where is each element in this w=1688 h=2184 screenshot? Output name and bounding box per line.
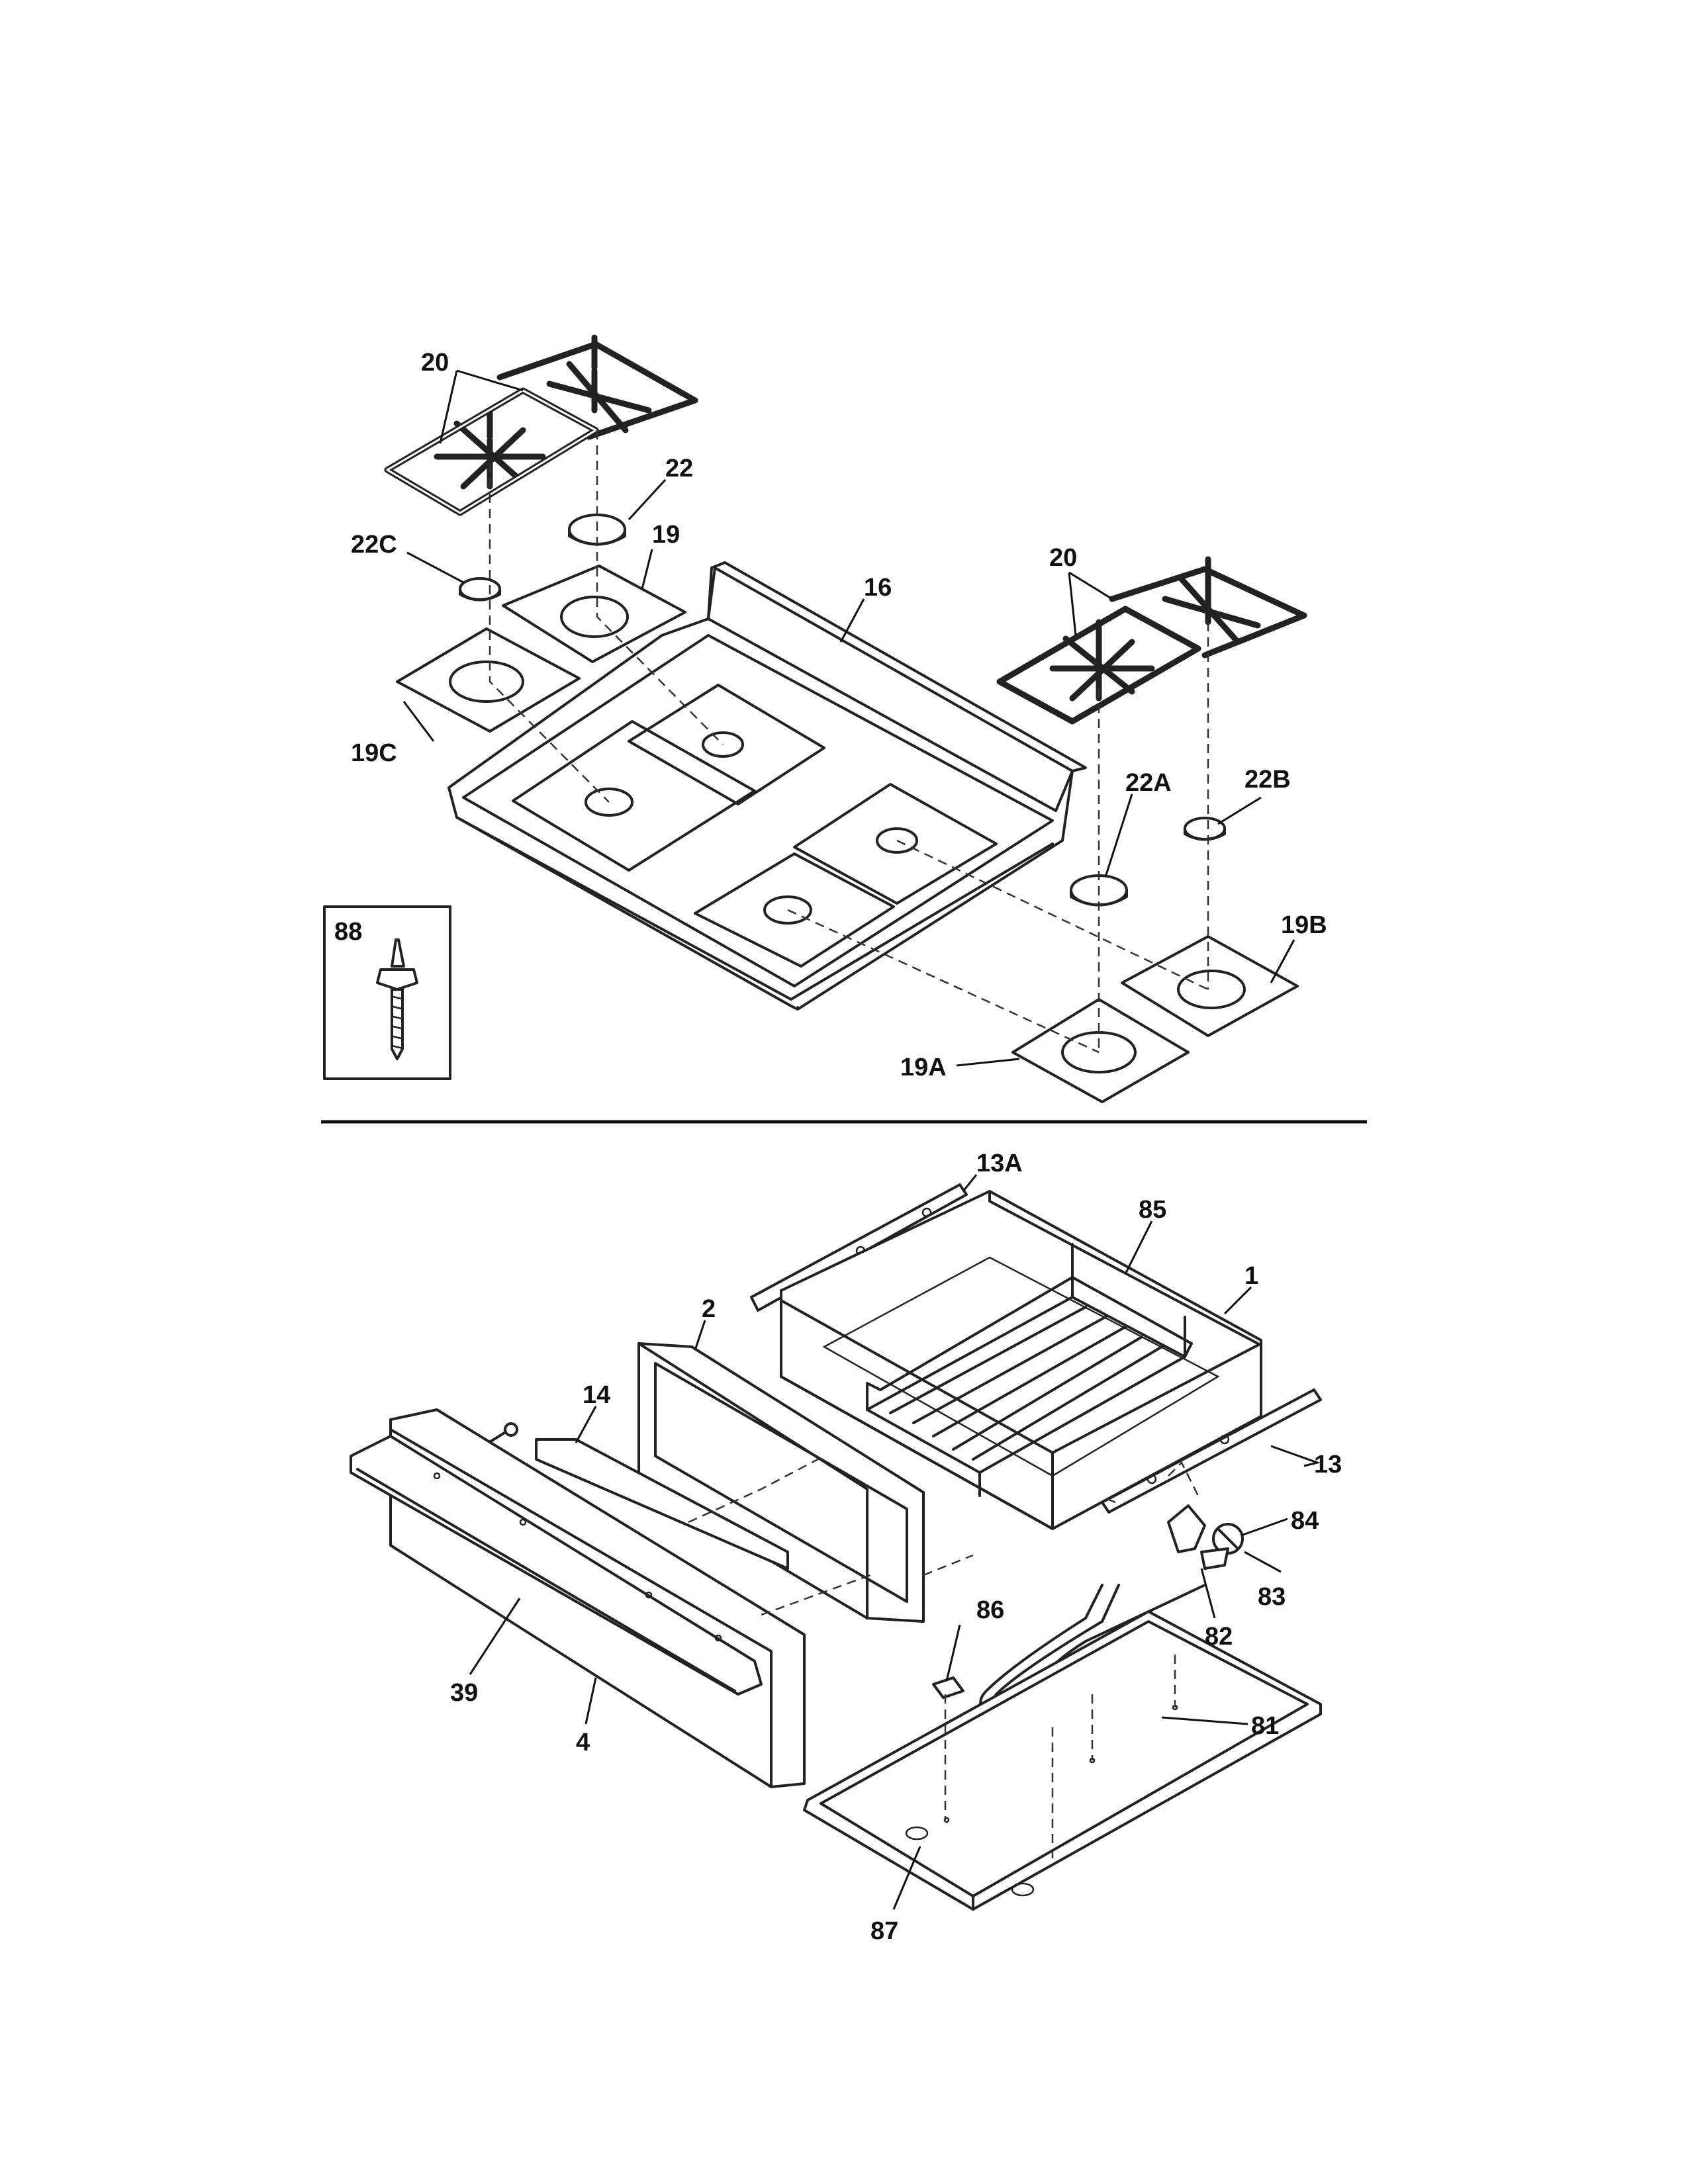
label-1: 1 xyxy=(1244,1262,1258,1290)
drawer-box xyxy=(780,1190,1262,1530)
label-83: 83 xyxy=(1258,1583,1286,1611)
label-39: 39 xyxy=(450,1679,478,1707)
label-20-left: 20 xyxy=(421,349,449,377)
label-22A: 22A xyxy=(1125,769,1172,797)
screw-inset-box xyxy=(323,905,451,1080)
label-88: 88 xyxy=(334,918,362,946)
label-22C: 22C xyxy=(351,531,397,559)
burner-cap-22C xyxy=(459,577,501,602)
label-19: 19 xyxy=(652,521,680,549)
label-13: 13 xyxy=(1314,1451,1342,1479)
left-burner-grates xyxy=(384,334,698,516)
drawer-screw xyxy=(487,1422,518,1444)
burner-cap-22B xyxy=(1184,817,1226,841)
label-19A: 19A xyxy=(900,1054,947,1081)
label-13A: 13A xyxy=(976,1150,1023,1177)
drawer-strip-14 xyxy=(535,1438,789,1570)
drawer-rack xyxy=(866,1243,1193,1497)
label-87: 87 xyxy=(870,1917,898,1945)
label-14: 14 xyxy=(583,1381,610,1409)
label-16: 16 xyxy=(864,574,892,602)
label-19C: 19C xyxy=(351,739,397,767)
label-22B: 22B xyxy=(1244,766,1291,794)
drawer-alignment-lines xyxy=(688,1455,1199,1616)
drawer-rail-13 xyxy=(1101,1388,1322,1514)
label-82: 82 xyxy=(1205,1623,1233,1651)
label-86: 86 xyxy=(976,1596,1004,1624)
label-20-right: 20 xyxy=(1049,544,1077,572)
label-4: 4 xyxy=(576,1729,590,1756)
drawer-front xyxy=(350,1408,806,1788)
cooktop-main-top xyxy=(447,561,1087,1011)
leader-lines xyxy=(402,369,1321,1910)
label-81: 81 xyxy=(1251,1712,1279,1740)
callout-labels: 20 22 22C 19 16 20 19C 22A 22B 88 19B 19… xyxy=(334,349,1342,1945)
label-22: 22 xyxy=(665,455,693,482)
tray-alignment-lines xyxy=(944,1655,1176,1860)
burner-pan-19B xyxy=(1121,935,1299,1037)
element-parts xyxy=(1167,1504,1244,1570)
burner-pan-19C xyxy=(396,627,581,733)
label-84: 84 xyxy=(1291,1507,1319,1535)
label-2: 2 xyxy=(702,1295,716,1323)
burner-pan-19 xyxy=(502,565,686,663)
label-85: 85 xyxy=(1139,1196,1166,1224)
burner-pan-19A xyxy=(1011,998,1190,1103)
label-19B: 19B xyxy=(1281,911,1327,939)
drawer-bottom-tray xyxy=(803,1610,1322,1911)
cooktop-alignment-lines xyxy=(489,430,1209,1054)
right-burner-grates xyxy=(996,556,1307,725)
